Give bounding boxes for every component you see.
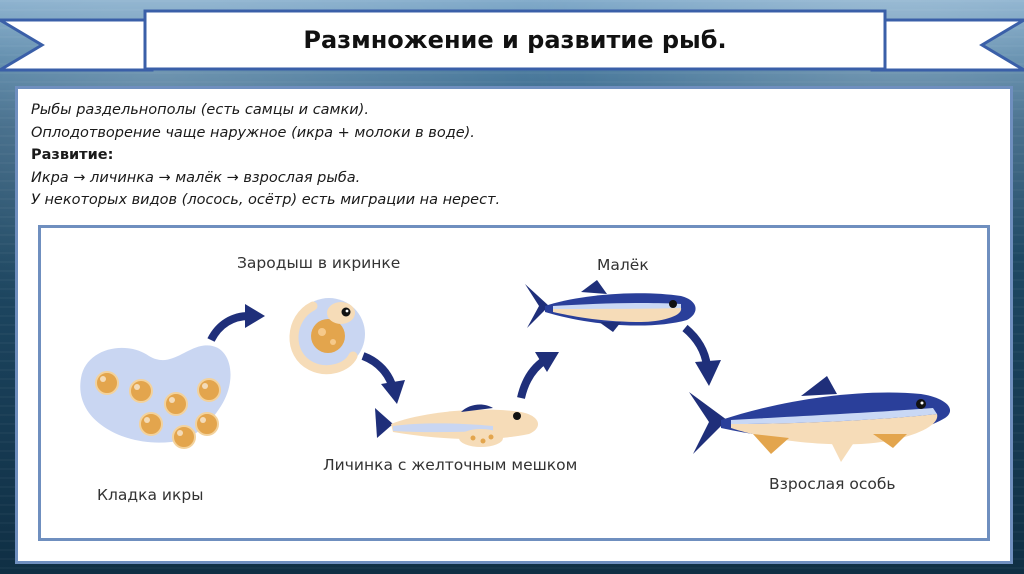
banner-left-ribbon bbox=[0, 18, 154, 72]
label-egg-clutch: Кладка икры bbox=[97, 486, 204, 504]
egg-blob bbox=[80, 345, 231, 443]
life-cycle-diagram: Кладка икры Зародыш в икринке Личинка с … bbox=[38, 225, 990, 541]
arrow-egg-to-embryo bbox=[207, 304, 265, 342]
slide-title: Размножение и развитие рыб. bbox=[303, 26, 727, 54]
content-box: Рыбы раздельнополы (есть самцы и самки).… bbox=[15, 86, 1013, 564]
embryo-illustration bbox=[289, 298, 365, 375]
intro-line-stages: Икра → личинка → малёк → взрослая рыба. bbox=[31, 169, 361, 186]
label-embryo: Зародыш в икринке bbox=[237, 254, 401, 272]
label-adult: Взрослая особь bbox=[769, 475, 896, 493]
arrow-embryo-to-larva bbox=[361, 352, 405, 404]
egg bbox=[129, 379, 153, 403]
label-fry: Малёк bbox=[597, 256, 649, 274]
egg bbox=[164, 392, 188, 416]
arrow-fry-to-adult bbox=[682, 324, 721, 386]
intro-line-sexes: Рыбы раздельнополы (есть самцы и самки). bbox=[31, 102, 369, 118]
intro-text: Рыбы раздельнополы (есть самцы и самки).… bbox=[31, 99, 931, 212]
egg bbox=[195, 412, 219, 436]
label-larva: Личинка с желточным мешком bbox=[323, 456, 578, 474]
adult-fish-illustration bbox=[689, 376, 951, 462]
egg bbox=[139, 412, 163, 436]
egg bbox=[172, 425, 196, 449]
egg bbox=[95, 371, 119, 395]
intro-line-migration: У некоторых видов (лосось, осётр) есть м… bbox=[31, 192, 501, 208]
banner-center-panel bbox=[143, 9, 887, 71]
life-cycle-illustration bbox=[80, 280, 951, 462]
egg bbox=[197, 378, 221, 402]
intro-line-development-heading: Развитие: bbox=[31, 147, 114, 163]
fry-illustration bbox=[525, 280, 696, 332]
larva-illustration bbox=[375, 404, 539, 447]
intro-line-fertilization: Оплодотворение чаще наружное (икра + мол… bbox=[31, 124, 475, 141]
egg-clutch-illustration bbox=[80, 345, 231, 449]
title-banner bbox=[0, 9, 1024, 72]
embryo-head bbox=[327, 302, 355, 324]
banner-right-ribbon bbox=[870, 18, 1024, 72]
yolk bbox=[311, 319, 345, 353]
arrow-larva-to-fry bbox=[517, 352, 559, 399]
